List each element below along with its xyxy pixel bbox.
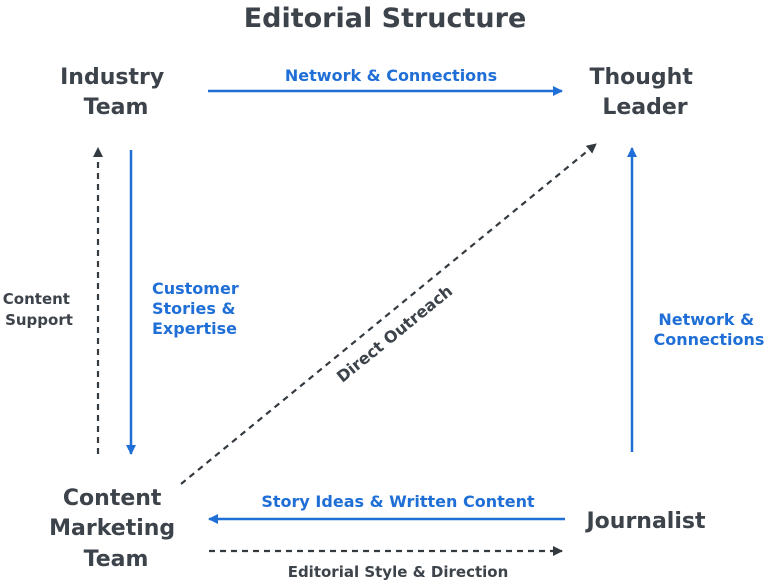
node-industry-team-line-1: Industry [60, 65, 164, 90]
label-industry-to-thought-leader: Network & Connections [285, 66, 497, 85]
label-journalist-to-thought-leader-line-2: Connections [654, 330, 765, 349]
node-content-marketing-team-line-2: Marketing [49, 516, 175, 541]
node-thought-leader: Thought Leader [589, 65, 700, 120]
label-industry-to-content-marketing-line-2: Stories & [152, 299, 235, 318]
page-title: Editorial Structure [244, 3, 527, 34]
node-journalist: Journalist [584, 509, 705, 534]
node-industry-team: Industry Team [60, 65, 172, 120]
label-industry-to-content-marketing: Customer Stories & Expertise [152, 279, 244, 338]
label-journalist-to-content-marketing: Story Ideas & Written Content [261, 492, 535, 511]
node-thought-leader-line-2: Leader [602, 95, 687, 120]
label-journalist-to-thought-leader-line-1: Network & [658, 310, 754, 329]
node-content-marketing-team: Content Marketing Team [49, 486, 183, 572]
node-thought-leader-line-1: Thought [589, 65, 693, 90]
label-content-marketing-to-industry-line-1: Content [3, 290, 70, 308]
label-industry-to-content-marketing-line-3: Expertise [152, 319, 237, 338]
label-content-marketing-to-journalist: Editorial Style & Direction [288, 563, 509, 581]
label-content-marketing-to-industry-line-2: Support [5, 311, 73, 329]
label-journalist-to-thought-leader: Network & Connections [654, 310, 765, 349]
node-content-marketing-team-line-3: Team [84, 547, 149, 572]
label-content-marketing-to-industry: Content Support [3, 290, 75, 329]
edge-content-marketing-to-thought-leader [180, 143, 597, 485]
label-industry-to-content-marketing-line-1: Customer [152, 279, 239, 298]
label-content-marketing-to-thought-leader: Direct Outreach [333, 281, 456, 386]
node-content-marketing-team-line-1: Content [63, 486, 162, 511]
node-industry-team-line-2: Team [84, 95, 149, 120]
